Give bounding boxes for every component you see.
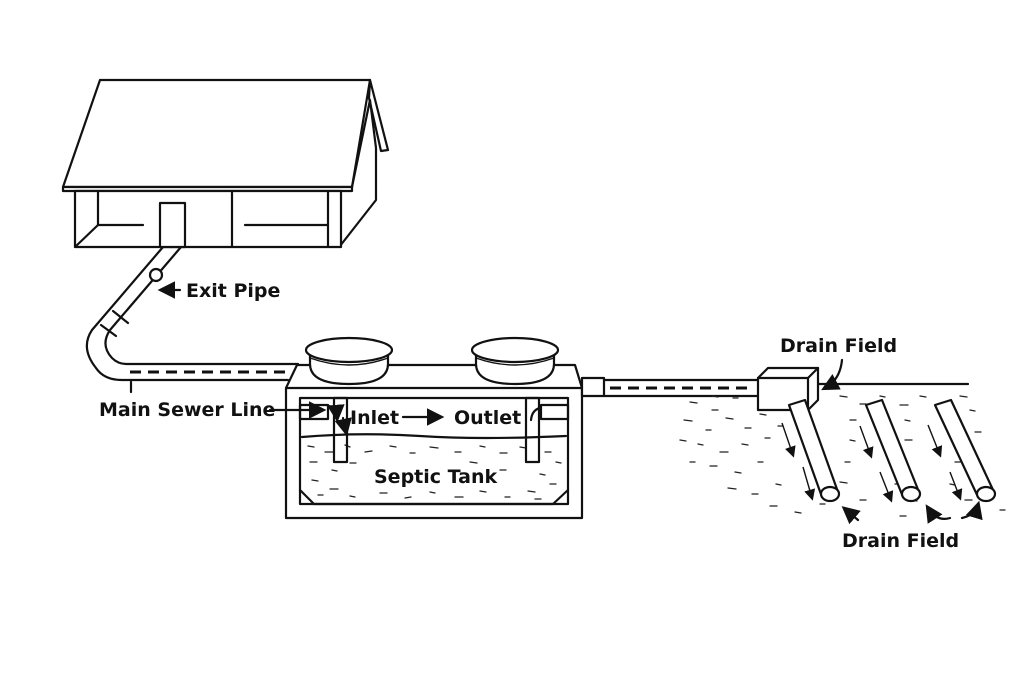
house-side-wall — [338, 98, 378, 248]
outlet-label: Outlet — [454, 407, 521, 429]
drain-field-label-top: Drain Field — [780, 335, 897, 357]
drain-pipe-3 — [933, 398, 997, 503]
drain-field-pointer — [821, 358, 844, 391]
house — [61, 78, 390, 249]
distribution-box — [756, 366, 820, 412]
house-front-wall — [73, 189, 343, 249]
tank-lid-left — [304, 336, 394, 386]
tank-lid-right — [470, 336, 560, 386]
roof-gable-edge — [367, 78, 390, 153]
flow-arrows — [781, 422, 983, 525]
tank-sludge — [307, 444, 562, 500]
drain-field-label-bottom: Drain Field — [842, 530, 959, 552]
inlet-label: Inlet — [350, 407, 399, 429]
septic-tank-label: Septic Tank — [374, 466, 498, 488]
outlet-pipe — [580, 376, 760, 398]
drain-pipe-2 — [864, 398, 922, 503]
house-door — [158, 201, 187, 249]
exit-pipe — [85, 245, 300, 382]
main-sewer-line-label: Main Sewer Line — [99, 399, 275, 421]
exit-pipe-cleanout — [148, 267, 164, 283]
house-roof — [61, 78, 372, 189]
outlet-baffle — [524, 396, 541, 464]
drain-pipe-1 — [787, 398, 841, 503]
septic-tank — [284, 336, 584, 520]
exit-pipe-label: Exit Pipe — [186, 280, 280, 302]
